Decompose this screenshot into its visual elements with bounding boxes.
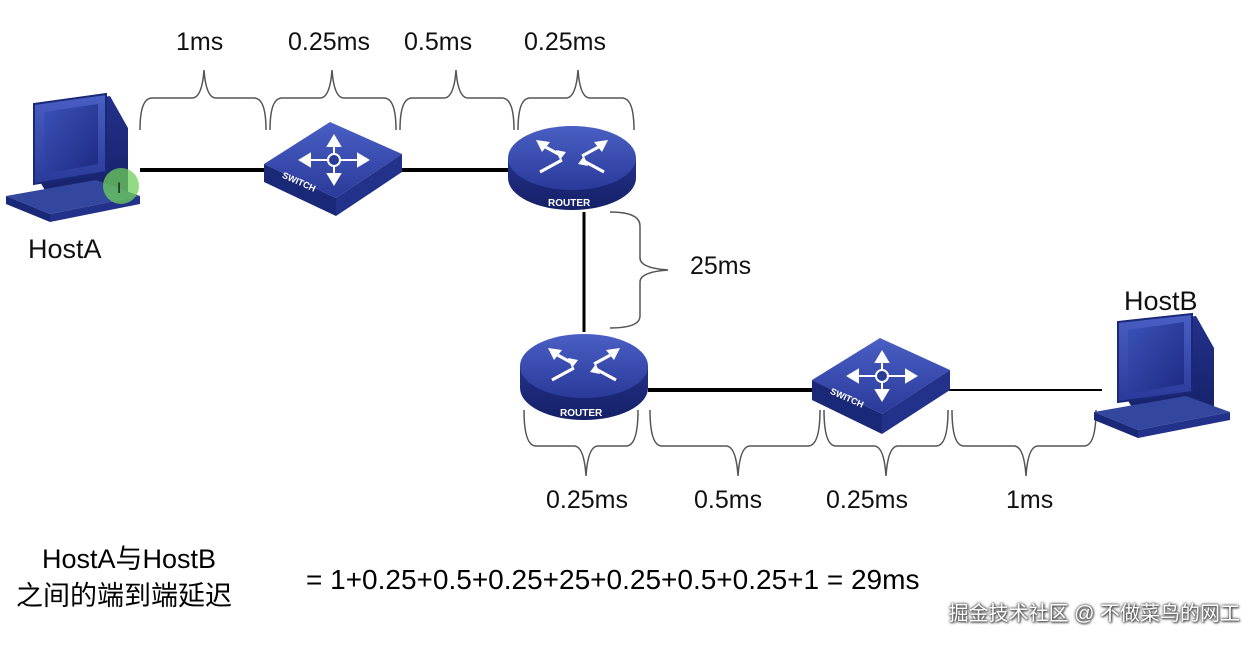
brace-bottom-3 xyxy=(823,409,949,477)
brace-top-3 xyxy=(399,69,515,131)
delay-top-3: 0.5ms xyxy=(404,28,473,56)
router-2-label: ROUTER xyxy=(560,408,603,419)
bottom-braces xyxy=(523,409,1097,477)
hostb-label: HostB xyxy=(1124,286,1198,316)
delay-top-4: 0.25ms xyxy=(524,28,606,56)
summary-line-2: 之间的端到端延迟 xyxy=(16,581,232,611)
router-1-icon: ROUTER xyxy=(508,126,636,210)
summary-line-1: HostA与HostB xyxy=(42,544,217,574)
brace-top-2 xyxy=(269,69,397,131)
links xyxy=(140,168,1102,392)
switch-1-icon: SWITCH xyxy=(264,122,402,216)
delay-top-2: 0.25ms xyxy=(288,28,370,56)
brace-top-4 xyxy=(517,69,635,131)
summary-formula: = 1+0.25+0.5+0.25+25+0.25+0.5+0.25+1 = 2… xyxy=(306,564,920,595)
hostb-computer-icon xyxy=(1094,312,1230,438)
hosta-computer-icon: I xyxy=(6,92,140,222)
brace-bottom-2 xyxy=(649,409,821,477)
cursor-highlight xyxy=(103,168,139,204)
brace-bottom-4 xyxy=(951,409,1097,477)
svg-text:I: I xyxy=(117,181,121,197)
brace-middle xyxy=(609,211,669,329)
switch-2-icon: SWITCH xyxy=(812,338,950,434)
watermark: 掘金技术社区 @ 不做菜鸟的网工 xyxy=(948,603,1240,625)
delay-top-1: 1ms xyxy=(176,28,224,56)
delay-bottom-2: 0.5ms xyxy=(694,486,763,514)
delay-middle: 25ms xyxy=(690,252,752,280)
top-braces xyxy=(139,69,635,131)
delay-bottom-3: 0.25ms xyxy=(826,486,908,514)
router-1-label: ROUTER xyxy=(548,198,591,209)
brace-top-1 xyxy=(139,69,267,131)
router-2-icon: ROUTER xyxy=(520,334,648,420)
brace-bottom-1 xyxy=(523,409,639,477)
hosta-label: HostA xyxy=(28,234,102,264)
delay-bottom-1: 0.25ms xyxy=(546,486,628,514)
delay-bottom-4: 1ms xyxy=(1006,486,1054,514)
